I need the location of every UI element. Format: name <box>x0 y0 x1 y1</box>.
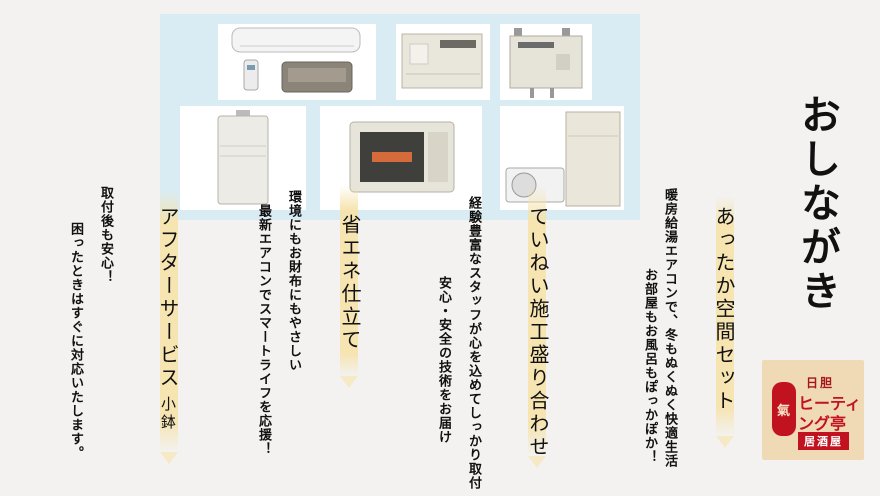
boiler-icon <box>401 33 483 89</box>
column-text-4a: 取付後も安心！ <box>98 186 113 284</box>
column-text-1a: 暖房給湯エアコンで、冬もぬくぬく快適生活 <box>662 188 677 468</box>
photo-wall-heater <box>180 106 306 210</box>
column-heading-3: 省エネ仕立て <box>338 214 362 352</box>
column-heading-4-small: 小鉢 <box>159 396 177 432</box>
air-conditioner-icon <box>231 27 361 93</box>
lantern-character: 氣 <box>777 404 791 419</box>
ribbon-decoration <box>716 196 734 448</box>
logo-main-text-1: ヒーティ <box>798 394 862 413</box>
logo-main-text-2: ング亭 <box>798 414 847 433</box>
wall-heater-icon <box>217 110 269 205</box>
photo-heat-pump-set <box>500 106 624 210</box>
column-text-2b: 安心・安全の技術をお届け <box>436 276 451 444</box>
column-text-3a: 環境にもお財布にもやさしい <box>286 190 301 372</box>
column-heading-2: ていねい施工盛り合わせ <box>526 206 550 459</box>
column-text-3b: 最新エアコンでスマートライフを応援！ <box>256 204 271 456</box>
logo-sub-text: 居酒屋 <box>798 432 849 450</box>
logo-top-text: 日胆 <box>806 376 835 390</box>
column-heading-4: アフターサービス小鉢 <box>154 206 183 432</box>
lantern-icon: 氣 <box>772 382 796 436</box>
ribbon-decoration <box>340 186 358 388</box>
heat-pump-icon <box>505 111 621 207</box>
menu-title: おしながき <box>794 94 840 314</box>
column-text-1b: お部屋もお風呂もぽっかぽか！ <box>642 268 657 464</box>
photo-boiler-unit-2 <box>500 24 592 100</box>
photo-wall-air-conditioner <box>218 24 376 100</box>
column-text-2a: 経験豊富なスタッフが心を込めてしっかり取付 <box>466 196 481 490</box>
brand-logo: 氣 日胆 ヒーティ ング亭 居酒屋 <box>762 360 864 460</box>
ribbon-decoration <box>160 190 178 464</box>
ribbon-decoration <box>528 186 546 468</box>
column-text-4b: 困ったときはすぐに対応いたします。 <box>68 222 83 460</box>
column-heading-1: あったか空間セット <box>712 206 736 413</box>
water-heater-icon <box>509 28 583 98</box>
fan-heater-icon <box>349 121 455 193</box>
photo-boiler-unit-1 <box>396 24 490 100</box>
column-heading-4-main: アフターサービス <box>156 206 180 390</box>
